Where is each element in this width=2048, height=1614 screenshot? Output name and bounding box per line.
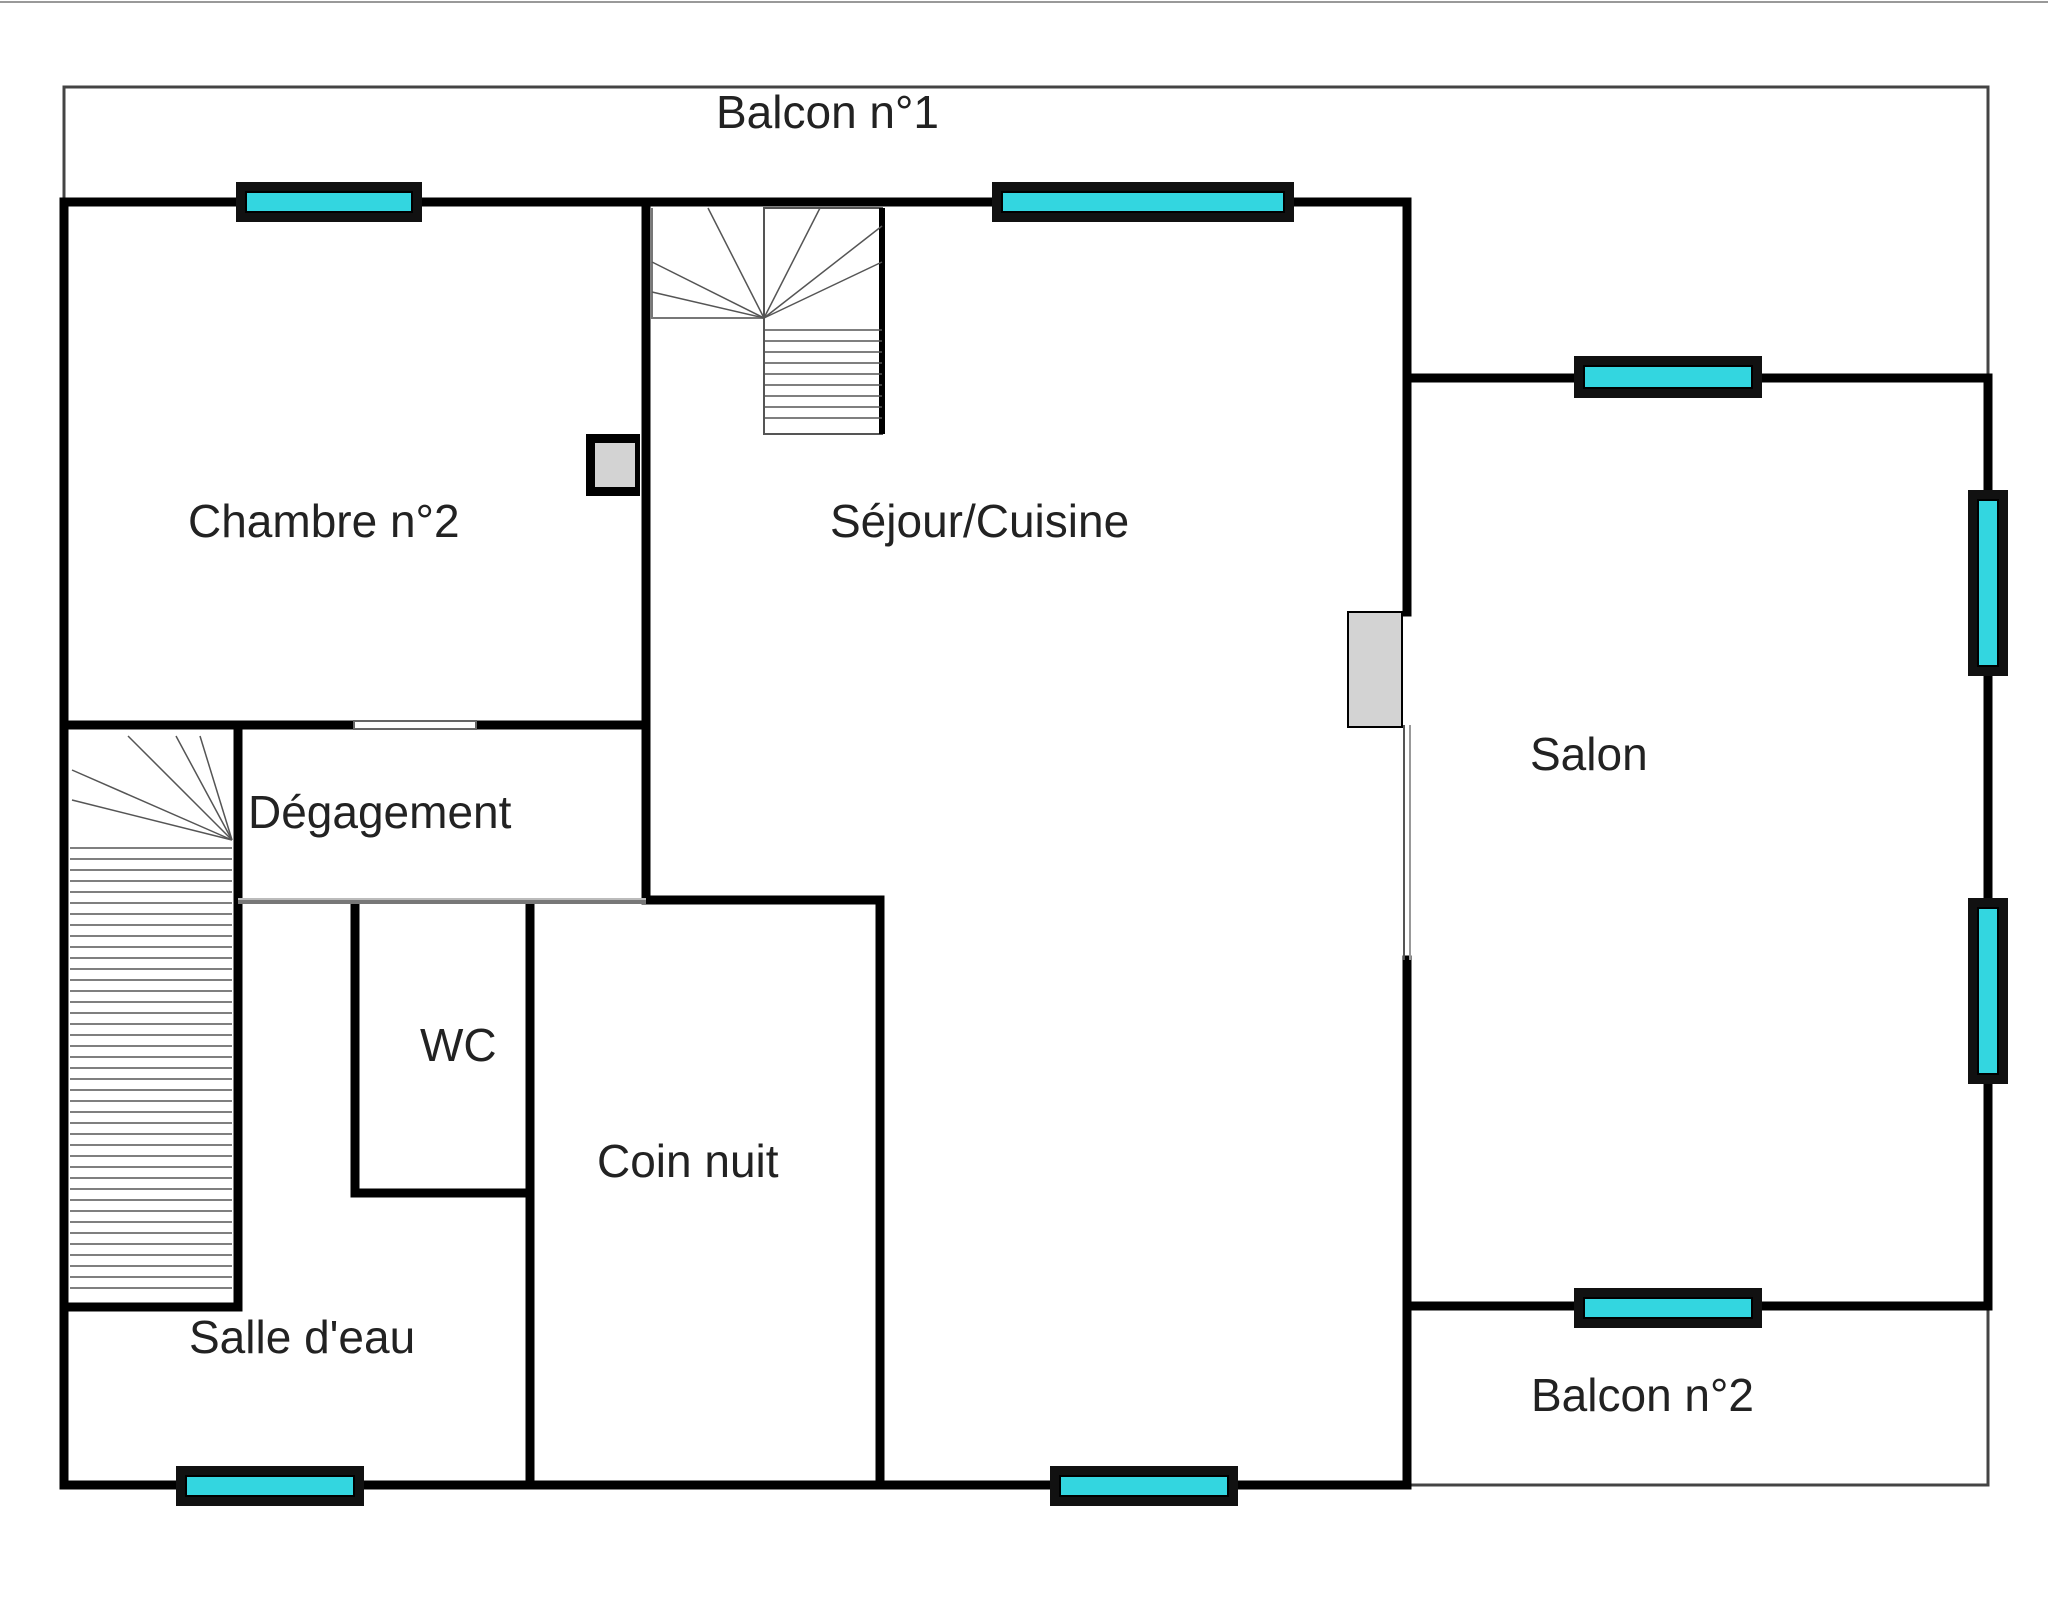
outer-wall-main: [59, 197, 1412, 383]
label-balcon1: Balcon n°1: [716, 86, 939, 138]
stair-left: [70, 735, 233, 1289]
label-salle-eau: Salle d'eau: [189, 1311, 415, 1363]
stair-left-winder-5: [199, 735, 233, 841]
stair-sejour-winder-2: [651, 291, 765, 319]
coin-nuit-walls: [641, 895, 885, 1490]
stair-sejour-flight: [763, 207, 883, 435]
chambre-sliding-door: [353, 720, 477, 730]
stair-sejour-landing: [651, 208, 764, 319]
stair-left-winder-1: [71, 769, 233, 841]
stair-sejour-winder-5: [763, 207, 821, 319]
label-wc: WC: [420, 1019, 497, 1071]
balcon1-outline: [62, 85, 1990, 378]
stair-sejour-winder-7: [763, 261, 883, 319]
window-glass-2: [1001, 191, 1285, 213]
label-degagement: Dégagement: [248, 786, 512, 838]
label-balcon2: Balcon n°2: [1531, 1369, 1754, 1421]
label-chambre2: Chambre n°2: [188, 495, 460, 547]
window-glass-5: [1977, 907, 1999, 1075]
window-glass-4: [1977, 499, 1999, 667]
stair-left-steps: [70, 847, 232, 1289]
window-glass-8: [1059, 1475, 1229, 1497]
sejour-pillar: [1347, 611, 1403, 728]
window-glass-6: [1583, 1297, 1753, 1319]
stair-sejour-winder-6: [763, 225, 883, 319]
wc-walls: [350, 898, 535, 1198]
stair-left-winders: [71, 735, 233, 841]
partitions: [238, 720, 1411, 960]
stair-sejour-winder-1: [651, 261, 765, 319]
stair-sejour: [651, 207, 885, 435]
pillars: [586, 434, 1403, 728]
room-labels: Balcon n°1 Chambre n°2 Séjour/Cuisine Sa…: [188, 86, 1754, 1421]
label-salon: Salon: [1530, 728, 1648, 780]
window-glass-7: [185, 1475, 355, 1497]
stair-sejour-winder-3: [707, 207, 765, 319]
stair-left-winder-3: [127, 735, 233, 841]
chambre-duct: [595, 443, 635, 487]
windows: [176, 182, 2008, 1506]
label-coin-nuit: Coin nuit: [597, 1135, 779, 1187]
salon-walls: [1402, 373, 1993, 1311]
window-glass-3: [1583, 365, 1753, 389]
stair-sejour-winders: [651, 207, 883, 319]
label-sejour: Séjour/Cuisine: [830, 495, 1129, 547]
window-glass-1: [245, 191, 413, 213]
stair-left-winder-4: [175, 735, 233, 841]
stair-left-winder-2: [71, 799, 233, 841]
stair-sejour-steps: [764, 329, 882, 419]
